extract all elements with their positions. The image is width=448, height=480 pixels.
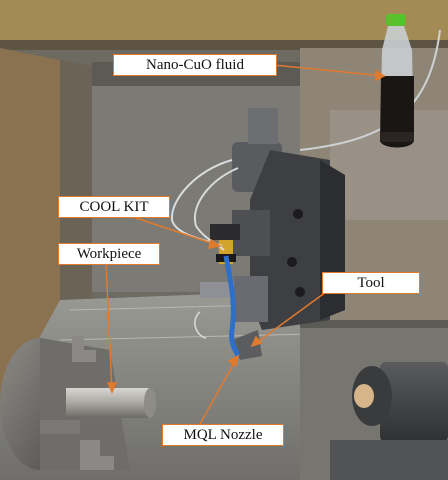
- tool-turret: [210, 108, 345, 330]
- label-workpiece: Workpiece: [58, 243, 160, 265]
- label-nano-cuo-fluid: Nano-CuO fluid: [113, 54, 277, 76]
- nano-cuo-bottle: [380, 14, 414, 148]
- callout-arrows: [105, 63, 386, 425]
- workpiece: [66, 388, 156, 418]
- tool-holder: [200, 276, 268, 360]
- label-mql-nozzle: MQL Nozzle: [162, 424, 284, 446]
- label-cool-kit: COOL KIT: [58, 196, 170, 218]
- mql-nozzle-hose: [223, 255, 241, 357]
- left-wall: [0, 48, 60, 410]
- tailstock: [330, 362, 448, 480]
- label-tool: Tool: [322, 272, 420, 294]
